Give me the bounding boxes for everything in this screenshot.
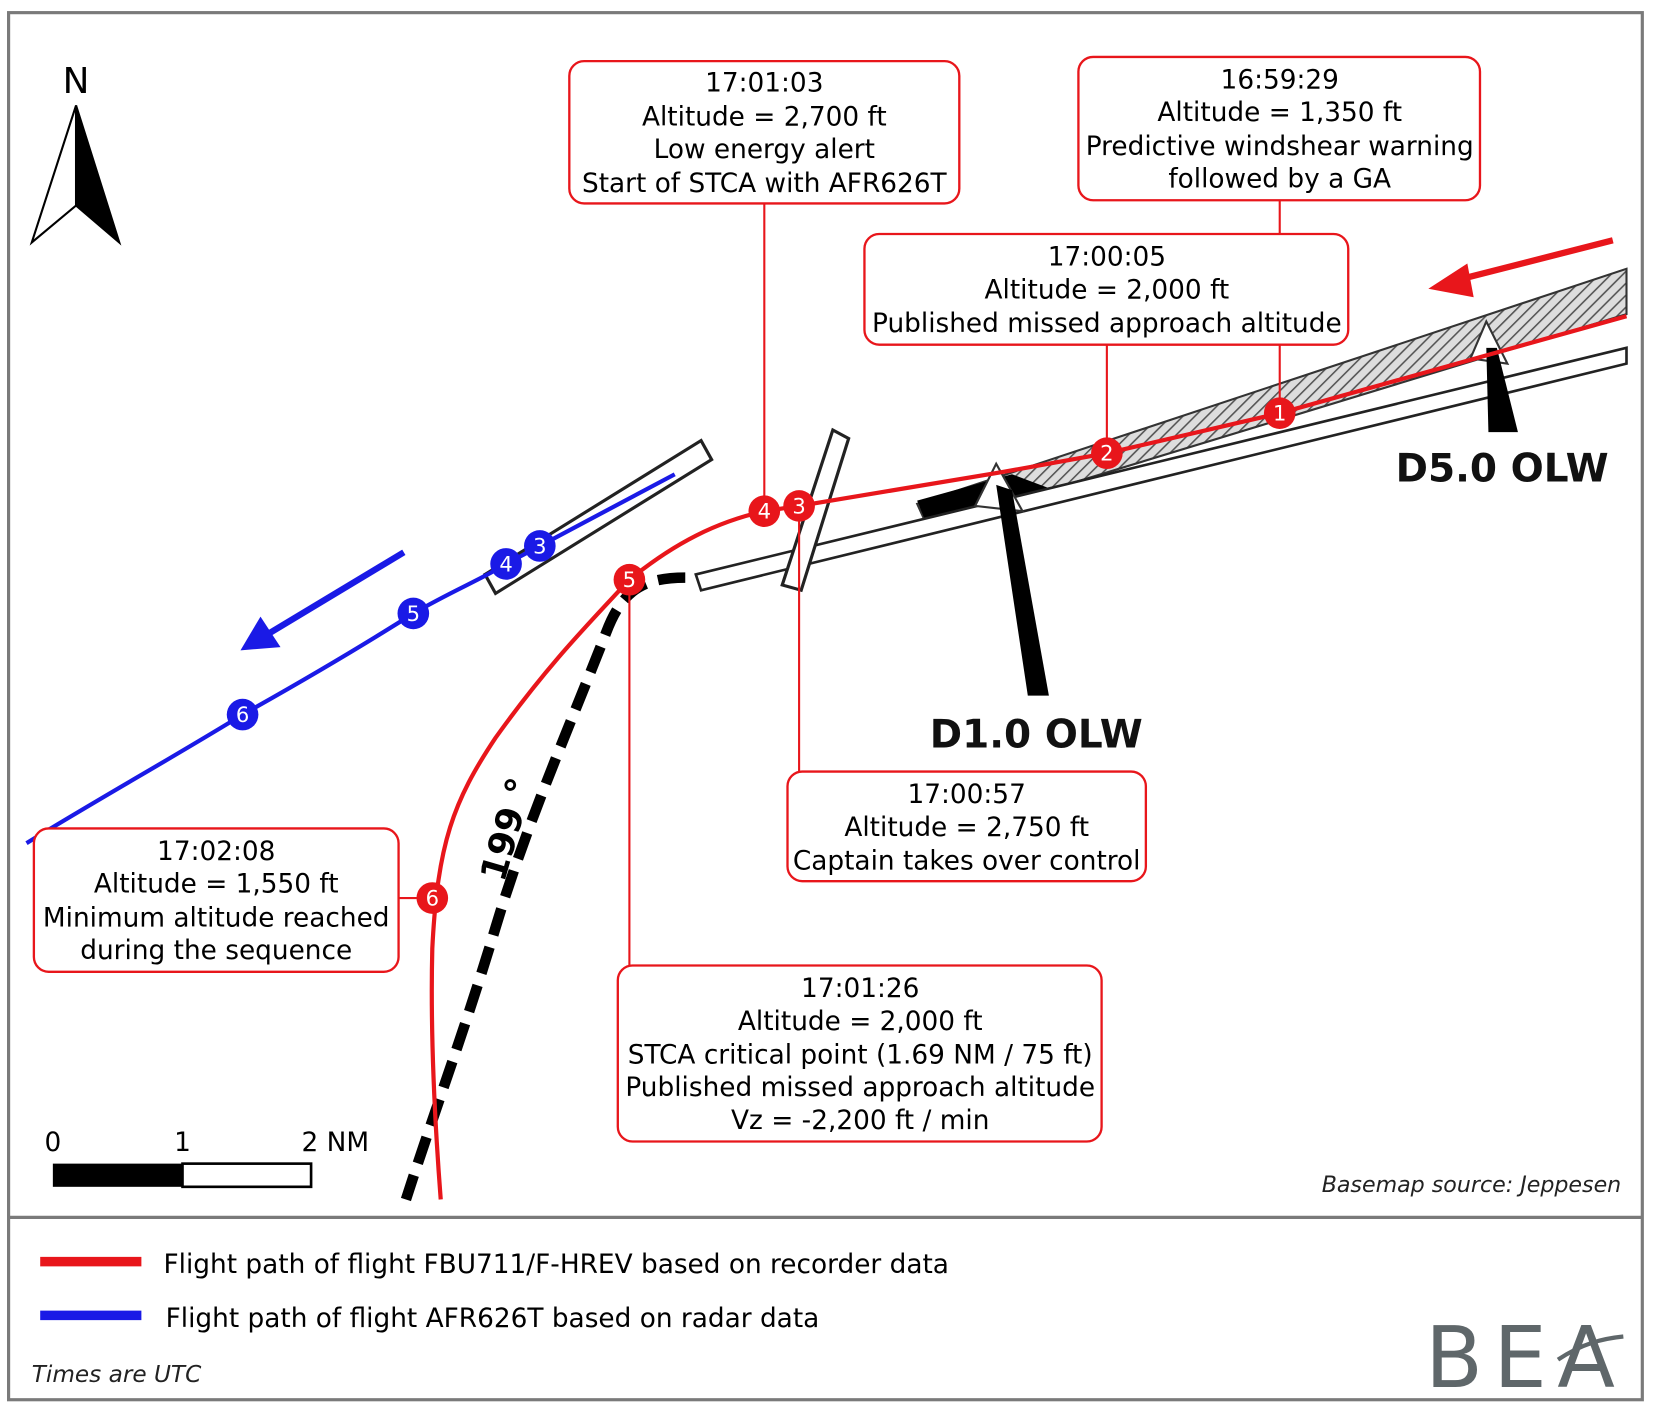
legend-blue-label: Flight path of flight AFR626T based on r… (166, 1304, 820, 1334)
svg-text:4: 4 (499, 551, 512, 576)
svg-text:Altitude = 2,700 ft: Altitude = 2,700 ft (642, 102, 887, 132)
svg-text:followed by a GA: followed by a GA (1168, 165, 1391, 195)
legend-red-label: Flight path of flight FBU711/F-HREV base… (164, 1250, 949, 1280)
svg-text:1: 1 (1273, 401, 1286, 426)
svg-text:3: 3 (792, 493, 805, 518)
red-point-5: 5 (613, 563, 646, 596)
d1-olw-label: D1.0 OLW (930, 712, 1143, 757)
svg-text:17:00:05: 17:00:05 (1048, 243, 1166, 273)
fbu711-points: 1 2 3 4 5 6 (416, 397, 1296, 914)
svg-text:6: 6 (236, 702, 249, 727)
svg-text:BEA: BEA (1425, 1309, 1615, 1405)
afr626t-direction-arrow-icon (240, 549, 406, 651)
afr626t-flight-path (25, 472, 676, 846)
red-point-4: 4 (748, 495, 781, 528)
afr626t-points: 3 4 5 6 (226, 530, 556, 731)
blue-point-5: 5 (397, 597, 430, 630)
approach-course-199 (400, 572, 686, 1202)
svg-text:4: 4 (758, 499, 771, 524)
svg-text:2 NM: 2 NM (302, 1128, 370, 1158)
callout-16-59-29: 16:59:29 Altitude = 1,350 ft Predictive … (1077, 55, 1482, 202)
svg-text:17:02:08: 17:02:08 (157, 837, 275, 867)
callout-17-02-08: 17:02:08 Altitude = 1,550 ft Minimum alt… (32, 827, 400, 973)
north-label: N (63, 61, 90, 102)
svg-text:Captain takes over control: Captain takes over control (793, 847, 1141, 877)
red-point-3: 3 (783, 490, 815, 522)
red-point-6: 6 (416, 882, 449, 914)
blue-point-3: 3 (523, 530, 556, 562)
legend: Flight path of flight FBU711/F-HREV base… (32, 1250, 949, 1388)
svg-text:Predictive windshear warning: Predictive windshear warning (1086, 132, 1474, 162)
svg-text:2: 2 (1100, 441, 1113, 466)
svg-text:Start of STCA with AFR626T: Start of STCA with AFR626T (582, 169, 948, 199)
svg-text:0: 0 (44, 1128, 61, 1158)
callout-17-01-26: 17:01:26 Altitude = 2,000 ft STCA critic… (616, 964, 1103, 1143)
svg-text:during the sequence: during the sequence (80, 936, 352, 966)
red-point-2: 2 (1091, 437, 1123, 470)
fbu711-direction-arrow-icon (1428, 237, 1614, 298)
svg-text:Altitude = 1,350 ft: Altitude = 1,350 ft (1157, 98, 1402, 128)
svg-text:Altitude = 1,550 ft: Altitude = 1,550 ft (94, 870, 339, 900)
red-point-1: 1 (1263, 397, 1296, 429)
svg-text:Published missed approach alti: Published missed approach altitude (872, 309, 1342, 339)
times-note: Times are UTC (32, 1361, 202, 1388)
svg-text:STCA critical point (1.69 NM /: STCA critical point (1.69 NM / 75 ft) (628, 1040, 1093, 1070)
svg-text:17:00:57: 17:00:57 (908, 780, 1026, 810)
svg-text:Altitude = 2,000 ft: Altitude = 2,000 ft (985, 275, 1230, 305)
svg-text:3: 3 (533, 533, 546, 558)
svg-text:6: 6 (426, 885, 439, 910)
svg-text:16:59:29: 16:59:29 (1221, 66, 1339, 96)
svg-text:Minimum altitude reached: Minimum altitude reached (43, 903, 390, 933)
blue-point-4: 4 (490, 548, 522, 580)
callout-17-01-03: 17:01:03 Altitude = 2,700 ft Low energy … (568, 59, 961, 205)
svg-text:Published missed approach alti: Published missed approach altitude (625, 1073, 1095, 1103)
svg-text:Altitude = 2,750 ft: Altitude = 2,750 ft (844, 813, 1089, 843)
svg-text:Altitude = 2,000 ft: Altitude = 2,000 ft (738, 1007, 983, 1037)
callout-17-00-05: 17:00:05 Altitude = 2,000 ft Published m… (863, 232, 1350, 346)
svg-text:5: 5 (623, 567, 636, 592)
svg-text:Low energy alert: Low energy alert (654, 135, 875, 165)
svg-text:5: 5 (407, 601, 420, 626)
svg-text:1: 1 (174, 1128, 191, 1158)
svg-text:17:01:03: 17:01:03 (705, 69, 823, 99)
fbu711-flight-path (429, 314, 1628, 1200)
north-arrow-icon: N (29, 61, 122, 246)
svg-text:17:01:26: 17:01:26 (801, 974, 919, 1004)
svg-text:Vz = -2,200 ft / min: Vz = -2,200 ft / min (731, 1106, 989, 1136)
d5-olw-label: D5.0 OLW (1396, 447, 1609, 492)
bea-logo: BEA (1425, 1309, 1624, 1405)
basemap-source: Basemap source: Jeppesen (1322, 1172, 1622, 1198)
blue-point-6: 6 (226, 698, 259, 731)
scale-bar: 0 1 2 NM (44, 1128, 370, 1189)
callout-17-00-57: 17:00:57 Altitude = 2,750 ft Captain tak… (786, 770, 1148, 883)
